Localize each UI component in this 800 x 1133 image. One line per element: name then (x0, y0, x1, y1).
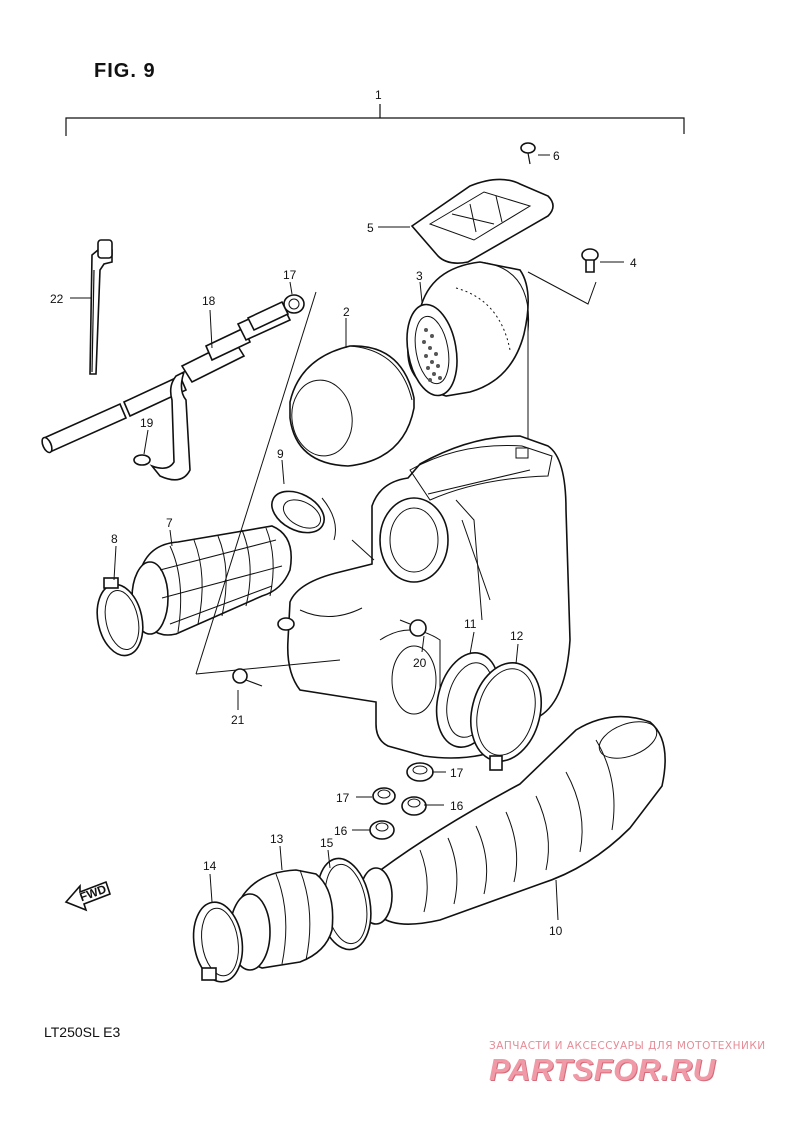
callout-8: 8 (111, 532, 118, 546)
callout-17-upper: 17 (283, 268, 297, 282)
part-5-cover (410, 178, 554, 264)
callout-7: 7 (166, 516, 173, 530)
part-13-intake-pipe (229, 869, 334, 971)
callout-16-right: 16 (450, 799, 464, 813)
part-7-intake-duct (131, 525, 292, 636)
callout-17-lower-left: 17 (336, 791, 350, 805)
forward-arrow-icon: FWD (64, 880, 112, 912)
model-label: LT250SL E3 (44, 1024, 121, 1040)
callout-19: 19 (140, 416, 154, 430)
callout-11: 11 (464, 617, 477, 631)
part-17-clamp-lower-left (372, 787, 396, 805)
callout-17-lower-right: 17 (450, 766, 464, 780)
callout-20: 20 (413, 656, 427, 670)
part-18-breather-hose (41, 300, 292, 481)
callout-15: 15 (320, 836, 334, 850)
part-14-clamp (192, 901, 244, 983)
callout-9: 9 (277, 447, 284, 461)
assembly-bracket (65, 104, 685, 136)
callout-5: 5 (367, 221, 374, 235)
callout-10: 10 (549, 924, 563, 938)
callout-18: 18 (202, 294, 216, 308)
part-17-hose-clamp-upper (283, 294, 305, 314)
part-9-seal-ring (271, 490, 336, 541)
callout-14: 14 (203, 859, 217, 873)
part-4-bolt (581, 248, 599, 273)
callout-13: 13 (270, 832, 284, 846)
callout-16-left: 16 (334, 824, 348, 838)
callout-4: 4 (630, 256, 637, 270)
watermark-logo: PARTSFOR.RU (489, 1052, 716, 1087)
part-12-clamp (470, 661, 542, 771)
watermark-tagline: ЗАПЧАСТИ И АКСЕССУАРЫ ДЛЯ МОТОТЕХНИКИ (489, 1040, 766, 1052)
part-6-screw (520, 142, 536, 165)
part-22-clamp-strap (89, 239, 113, 375)
part-16-grommet-left (369, 820, 395, 840)
figure-title: FIG. 9 (94, 60, 156, 82)
callout-numbers: 1 2 3 4 5 6 7 8 9 10 11 12 13 14 15 16 1… (50, 88, 637, 938)
part-21-bolt (232, 668, 263, 687)
part-3-filter-element (406, 261, 530, 397)
leader-lines (70, 154, 624, 921)
callout-1: 1 (375, 88, 382, 102)
callout-22: 22 (50, 292, 64, 306)
callout-6: 6 (553, 149, 560, 163)
part-20-screw (399, 619, 427, 637)
callout-12: 12 (510, 629, 524, 643)
part-2-foam-element (289, 345, 415, 467)
part-19-clip (133, 454, 151, 466)
callout-2: 2 (343, 305, 350, 319)
callout-3: 3 (416, 269, 423, 283)
part-8-hose-clamp (96, 577, 144, 657)
callout-21: 21 (231, 713, 245, 727)
part-17-clamp-lower-right (406, 762, 434, 782)
part-16-grommet-right (401, 796, 427, 816)
